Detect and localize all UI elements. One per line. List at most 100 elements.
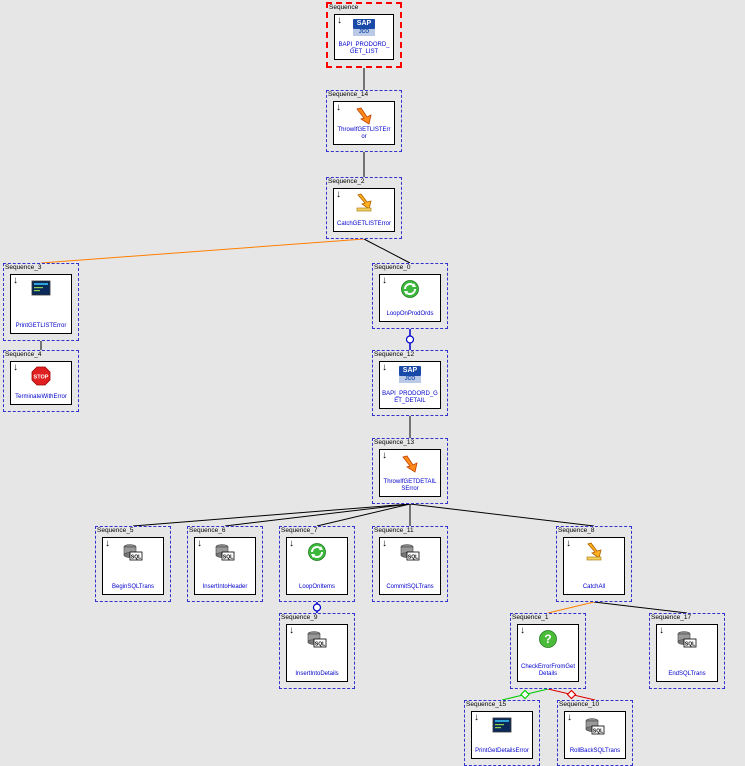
loop-connector-icon (405, 335, 415, 344)
action-label: CatchGETLISTError (336, 221, 391, 227)
loop-icon (399, 279, 421, 299)
sql-icon: SQL (306, 629, 328, 649)
sequence-node[interactable]: Sequence_3 ↓PrintGETLISTError (3, 263, 79, 341)
sql-icon: SQL (122, 542, 144, 562)
action-label: InsertIntoDetails (295, 671, 339, 677)
sequence-title: Sequence_10 (559, 701, 600, 708)
action-box[interactable]: ↓ PrintGetDetailsError (471, 711, 533, 759)
action-box[interactable]: ↓LoopOnItems (286, 537, 348, 595)
sql-icon: SQL (584, 716, 606, 736)
arrow-down-icon: ↓ (13, 275, 18, 286)
false-branch-diamond-icon (566, 689, 577, 700)
action-label: TerminateWithError (15, 394, 67, 400)
sequence-node[interactable]: Sequence_5 ↓ SQL BeginSQLTrans (95, 526, 171, 602)
edge-catch (547, 601, 595, 614)
sequence-node[interactable]: Sequence_6 ↓ SQL InsertIntoHeader (187, 526, 263, 602)
arrow-down-icon: ↓ (659, 625, 664, 636)
action-box[interactable]: ↓ SQL InsertIntoDetails (286, 624, 348, 682)
edge-normal (409, 503, 595, 527)
action-label: RollBackSQLTrans (569, 748, 621, 754)
sequence-title: Sequence_17 (651, 614, 692, 621)
svg-text:SQL: SQL (315, 641, 325, 647)
action-box[interactable]: ↓ SQL BeginSQLTrans (102, 537, 164, 595)
sequence-title: Sequence (329, 4, 359, 11)
sequence-node[interactable]: Sequence_17 ↓ SQL EndSQLTrans (649, 613, 725, 689)
action-label: EndSQLTrans (668, 671, 706, 677)
action-box[interactable]: ↓ SQL CommitSQLTrans (379, 537, 441, 595)
action-label: BAPI_PRODORD_GET_DETAIL (382, 391, 438, 404)
edge-normal (224, 503, 411, 527)
sql-icon: SQL (676, 629, 698, 649)
sequence-node[interactable]: Sequence_14↓ThrowIfGETLISTError (326, 90, 402, 152)
sequence-node[interactable]: Sequence_2↓CatchGETLISTError (326, 177, 402, 239)
arrow-down-icon: ↓ (474, 712, 479, 723)
action-box[interactable]: ↓CatchAll (563, 537, 625, 595)
arrow-down-icon: ↓ (105, 538, 110, 549)
action-box[interactable]: ↓ SQL EndSQLTrans (656, 624, 718, 682)
action-box[interactable]: ↓ SQL InsertIntoHeader (194, 537, 256, 595)
action-label: ThrowIfGETLISTError (337, 127, 391, 140)
arrow-down-icon: ↓ (289, 538, 294, 549)
sequence-node[interactable]: Sequence_15 ↓ PrintGetDetailsError (464, 700, 540, 766)
edge-false (547, 688, 596, 701)
arrow-down-icon: ↓ (336, 102, 341, 113)
sequence-node[interactable]: Sequence_13 ↓ThrowIfGETDETAILSError (372, 438, 448, 504)
sequence-title: Sequence_13 (374, 439, 415, 446)
action-box[interactable]: ↓ThrowIfGETDETAILSError (379, 449, 441, 497)
sequence-title: Sequence_15 (466, 701, 507, 708)
action-box[interactable]: ↓ CatchGETLISTError (333, 188, 395, 232)
arrow-down-icon: ↓ (336, 189, 341, 200)
console-icon (491, 716, 513, 736)
sequence-title: Sequence_3 (5, 264, 42, 271)
arrow-down-icon: ↓ (382, 275, 387, 286)
catch-icon (353, 193, 375, 213)
svg-text:STOP: STOP (34, 375, 49, 381)
action-label: PrintGetDetailsError (475, 748, 529, 754)
sequence-title: Sequence_5 (97, 527, 134, 534)
edge-true (501, 688, 549, 701)
sequence-node[interactable]: Sequence_11 ↓ SQL CommitSQLTrans (372, 526, 448, 602)
edge-normal (316, 503, 411, 527)
svg-text:SQL: SQL (131, 554, 141, 560)
sequence-node[interactable]: Sequence_0↓LoopOnProdOrds (372, 263, 448, 329)
action-box[interactable]: ↓LoopOnProdOrds (379, 274, 441, 322)
arrow-down-icon: ↓ (382, 538, 387, 549)
sequence-title: Sequence_11 (374, 527, 414, 534)
loop-icon (306, 542, 328, 562)
sequence-node[interactable]: Sequence_1↓?CheckErrorFromGetDetails (510, 613, 586, 689)
sequence-title: Sequence_12 (374, 351, 415, 358)
action-label: InsertIntoHeader (202, 584, 248, 590)
action-box[interactable]: ↓PrintGETLISTError (10, 274, 72, 334)
throw-icon (353, 106, 375, 126)
sequence-node[interactable]: Sequence_7↓LoopOnItems (279, 526, 355, 602)
svg-text:?: ? (544, 632, 551, 646)
sql-icon: SQL (214, 542, 236, 562)
arrow-down-icon: ↓ (382, 362, 387, 373)
question-icon: ? (537, 629, 559, 649)
sequence-node[interactable]: Sequence_8↓CatchAll (556, 526, 632, 602)
sequence-title: Sequence_4 (5, 351, 42, 358)
action-label: BAPI_PRODORD_GET_LIST (338, 42, 390, 55)
arrow-down-icon: ↓ (197, 538, 202, 549)
sql-icon: SQL (399, 542, 421, 562)
svg-text:SQL: SQL (223, 554, 233, 560)
sequence-title: Sequence_6 (189, 527, 226, 534)
action-label: BeginSQLTrans (111, 584, 155, 590)
arrow-down-icon: ↓ (382, 450, 387, 461)
action-label: CommitSQLTrans (386, 584, 434, 590)
arrow-down-icon: ↓ (566, 538, 571, 549)
action-box[interactable]: ↓ ThrowIfGETLISTError (333, 101, 395, 145)
arrow-down-icon: ↓ (289, 625, 294, 636)
action-box[interactable]: ↓?CheckErrorFromGetDetails (517, 624, 579, 682)
svg-text:SQL: SQL (685, 641, 695, 647)
